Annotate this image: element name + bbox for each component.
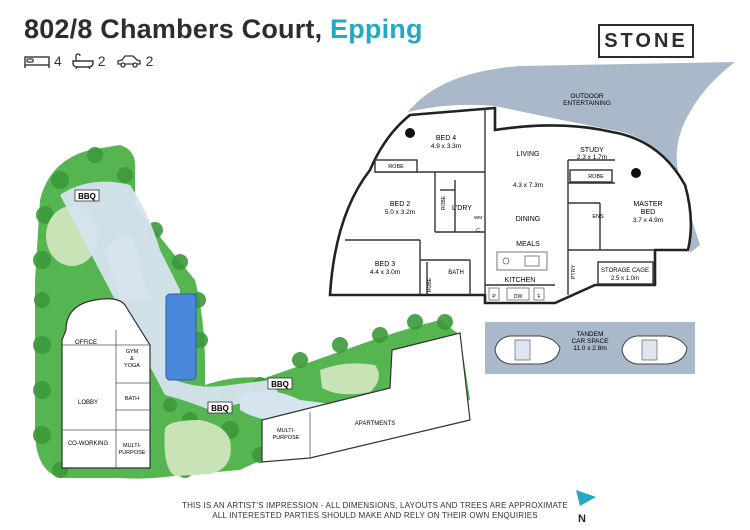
bed-icon: [24, 56, 50, 68]
storage-label: STORAGE CAGE: [601, 268, 649, 274]
pantry-label: PTRY: [571, 264, 577, 279]
car-icon: [116, 55, 141, 68]
bbq-label: BBQ: [78, 192, 96, 201]
suburb-text: Epping: [330, 14, 423, 44]
disclaimer-line-2: ALL INTERESTED PARTIES SHOULD MAKE AND R…: [212, 511, 538, 520]
bathroom-count-value: 2: [97, 53, 106, 69]
apartments-building: [261, 332, 471, 463]
car-count-value: 2: [145, 53, 154, 69]
car-illustration: [621, 335, 688, 365]
bath-icon: [72, 53, 94, 69]
brand-logo: STONE: [598, 24, 694, 58]
bath-label: BATH: [448, 270, 464, 276]
kitchen-label: KITCHEN: [505, 277, 536, 284]
bed3-dim: 4.4 x 3.0m: [370, 269, 400, 276]
main-building: [61, 298, 151, 469]
robe-label-2: ROBE: [441, 195, 447, 210]
apartment-plan: OUTDOOR ENTERTAINING BED 4 4.9 x 3.3m RO…: [328, 62, 735, 305]
master-bed-label: BED: [641, 209, 655, 216]
study-label: STUDY: [580, 147, 604, 154]
car-illustration: [494, 335, 561, 365]
lawn: [164, 420, 231, 476]
disclaimer-line-1: THIS IS AN ARTIST'S IMPRESSION - ALL DIM…: [181, 501, 569, 510]
storage-dim: 2.5 x 1.0m: [611, 276, 639, 282]
car-space-dim: 11.0 x 2.8m: [573, 345, 606, 352]
entertaining-label: ENTERTAINING: [563, 100, 611, 107]
kitchen-island: [496, 251, 548, 271]
meals-label: MEALS: [516, 241, 540, 248]
bedroom-count-value: 4: [54, 53, 62, 69]
outdoor-balcony: [408, 62, 735, 253]
tandem-label: TANDEM: [577, 331, 604, 338]
bathroom-count: 2: [72, 53, 106, 69]
address-text: 802/8 Chambers Court,: [24, 14, 323, 44]
car-space-label: CAR SPACE: [571, 338, 609, 345]
cupboard-label: C: [476, 228, 480, 234]
bath-label: BATH: [125, 396, 139, 402]
interior-walls: [345, 108, 655, 295]
listing-title: 802/8 Chambers Court, Epping: [24, 14, 423, 45]
car-count: 2: [116, 53, 154, 69]
site-multipurpose-label-2: PURPOSE: [273, 435, 300, 441]
wm-label: WM: [474, 215, 482, 220]
amp-label: &: [130, 356, 134, 362]
multipurpose-label: MULTI-: [123, 443, 141, 449]
ensuite-label: ENS: [592, 214, 604, 220]
laundry-label: L'DRY: [452, 205, 472, 212]
apartments-label: APARTMENTS: [355, 421, 395, 427]
fridge-label: F: [537, 294, 540, 300]
site-plan: BBQ BBQ BBQ OFFICE GYM & YOGA LOBBY BATH…: [33, 145, 471, 479]
living-dim: 4.3 x 7.3m: [513, 182, 543, 189]
coworking-label: CO-WORKING: [68, 441, 109, 447]
north-label: N: [578, 513, 586, 525]
outdoor-label: OUTDOOR: [570, 93, 604, 100]
study-dim: 2.3 x 1.7m: [577, 154, 607, 161]
bbq-label: BBQ: [271, 380, 289, 389]
yoga-label: YOGA: [124, 363, 140, 369]
robe-label: ROBE: [388, 164, 404, 170]
bed2-label: BED 2: [390, 201, 410, 208]
master-dim: 3.7 x 4.9m: [633, 217, 663, 224]
lawn: [320, 363, 379, 395]
pathway: [105, 236, 150, 300]
property-specs: 4 2 2: [24, 53, 163, 69]
bbq-label: BBQ: [211, 404, 229, 413]
site-multipurpose-label: MULTI-: [277, 428, 295, 434]
bed4-dim: 4.9 x 3.3m: [431, 143, 461, 150]
north-arrow-icon: [576, 490, 596, 506]
dishwasher-label: DW: [514, 294, 523, 300]
lobby-label: LOBBY: [78, 400, 98, 406]
master-label: MASTER: [633, 201, 662, 208]
tandem-car-space: TANDEM CAR SPACE 11.0 x 2.8m: [485, 322, 695, 374]
robe-label-4: ROBE: [588, 174, 604, 180]
bed2-dim: 5.0 x 3.2m: [385, 209, 415, 216]
pantry-p-label: P: [492, 294, 496, 300]
living-label: LIVING: [517, 151, 540, 158]
robe-label-3: ROBE: [427, 277, 433, 292]
bed4-label: BED 4: [436, 135, 456, 142]
multipurpose-label-2: PURPOSE: [119, 450, 146, 456]
office-label: OFFICE: [75, 340, 97, 346]
swimming-pool: [165, 293, 197, 381]
gym-label: GYM: [126, 349, 139, 355]
dining-label: DINING: [516, 216, 541, 223]
bedroom-count: 4: [24, 53, 62, 69]
bed3-label: BED 3: [375, 261, 395, 268]
